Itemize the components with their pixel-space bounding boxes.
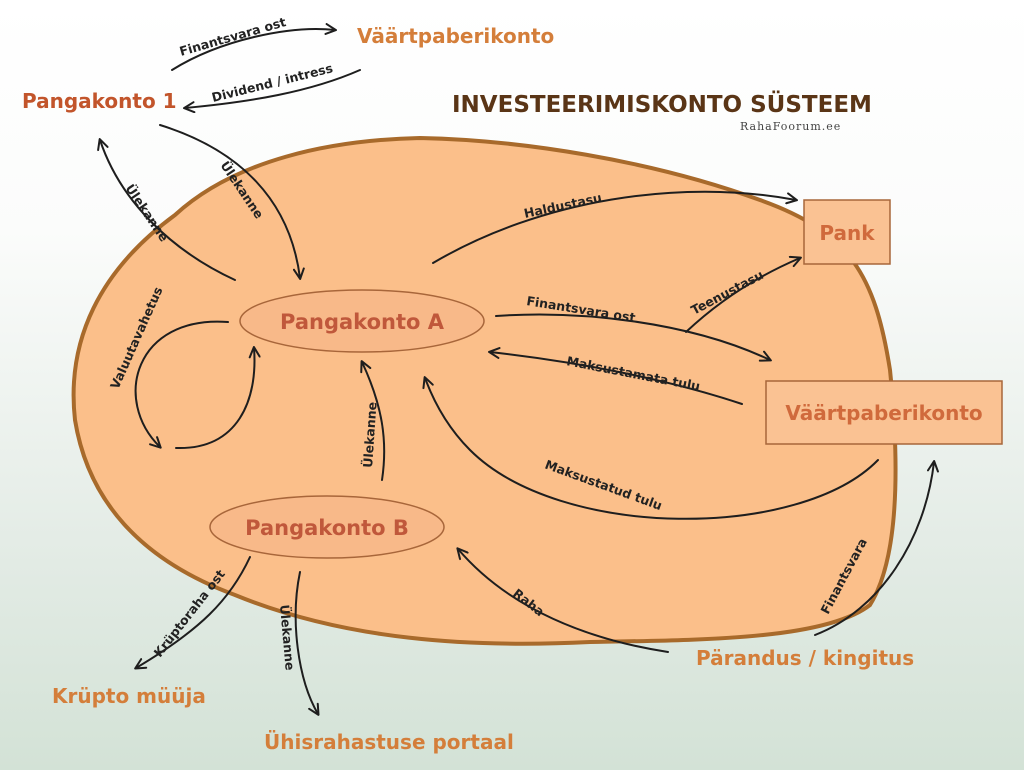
- parandus-kingitus-label: Pärandus / kingitus: [696, 646, 914, 670]
- vaartpaberikonto-box-label: Väärtpaberikonto: [785, 401, 982, 425]
- arrow-kruptoraha-ost: [134, 556, 251, 670]
- label-ulekanne-portaal: Ülekanne: [277, 604, 298, 671]
- label-dividend-intress: Dividend / intress: [210, 60, 334, 105]
- arrow-ulekanne-portaal: [294, 571, 320, 716]
- arrow-raha: [456, 547, 669, 653]
- arrow-ulekanne-to-pangakonto-a: [159, 124, 305, 280]
- arrow-ulekanne-b-to-a: [360, 360, 386, 481]
- pank-box: [803, 199, 891, 265]
- label-finantsvara-ost-top: Finantsvara ost: [178, 14, 288, 59]
- vaartpaberikonto-box: [765, 380, 1003, 445]
- label-ulekanne-b-to-a: Ülekanne: [360, 401, 380, 468]
- arrow-finantsvara-ost-inner: [495, 313, 772, 362]
- arrow-finantsvara: [814, 460, 939, 636]
- arrow-dividend-intress: [183, 69, 361, 114]
- arrow-maksustatud-tulu: [422, 376, 879, 520]
- uhisrahastuse-portaal-label: Ühisrahastuse portaal: [264, 730, 514, 754]
- arrow-valuutavahetus-down: [134, 320, 229, 449]
- arrow-ulekanne-to-pangakonto-1: [97, 138, 236, 281]
- diagram-subtitle: RahaFoorum.ee: [740, 120, 841, 133]
- pangakonto-a-node: [239, 289, 485, 353]
- pangakonto-1-label: Pangakonto 1: [22, 89, 177, 113]
- arrow-teenustasu: [685, 255, 802, 333]
- pank-label: Pank: [819, 221, 875, 245]
- label-ulekanne-to-pangakonto-1: Ülekanne: [123, 181, 172, 244]
- vaartpaberikonto-top-label: Väärtpaberikonto: [357, 24, 554, 48]
- arrow-maksustamata-tulu: [488, 347, 743, 405]
- pangakonto-b-node: [209, 495, 445, 559]
- arrow-haldustasu: [432, 190, 798, 264]
- krupto-muuja-label: Krüpto müüja: [52, 684, 206, 708]
- pangakonto-b-label: Pangakonto B: [245, 516, 409, 540]
- pangakonto-a-label: Pangakonto A: [280, 310, 445, 334]
- arrow-finantsvara-ost-top: [171, 23, 337, 71]
- arrow-valuutavahetus-up: [175, 346, 261, 450]
- diagram-title: INVESTEERIMISKONTO SÜSTEEM: [452, 90, 872, 118]
- label-kruptoraha-ost: Krüptoraha ost: [151, 567, 228, 660]
